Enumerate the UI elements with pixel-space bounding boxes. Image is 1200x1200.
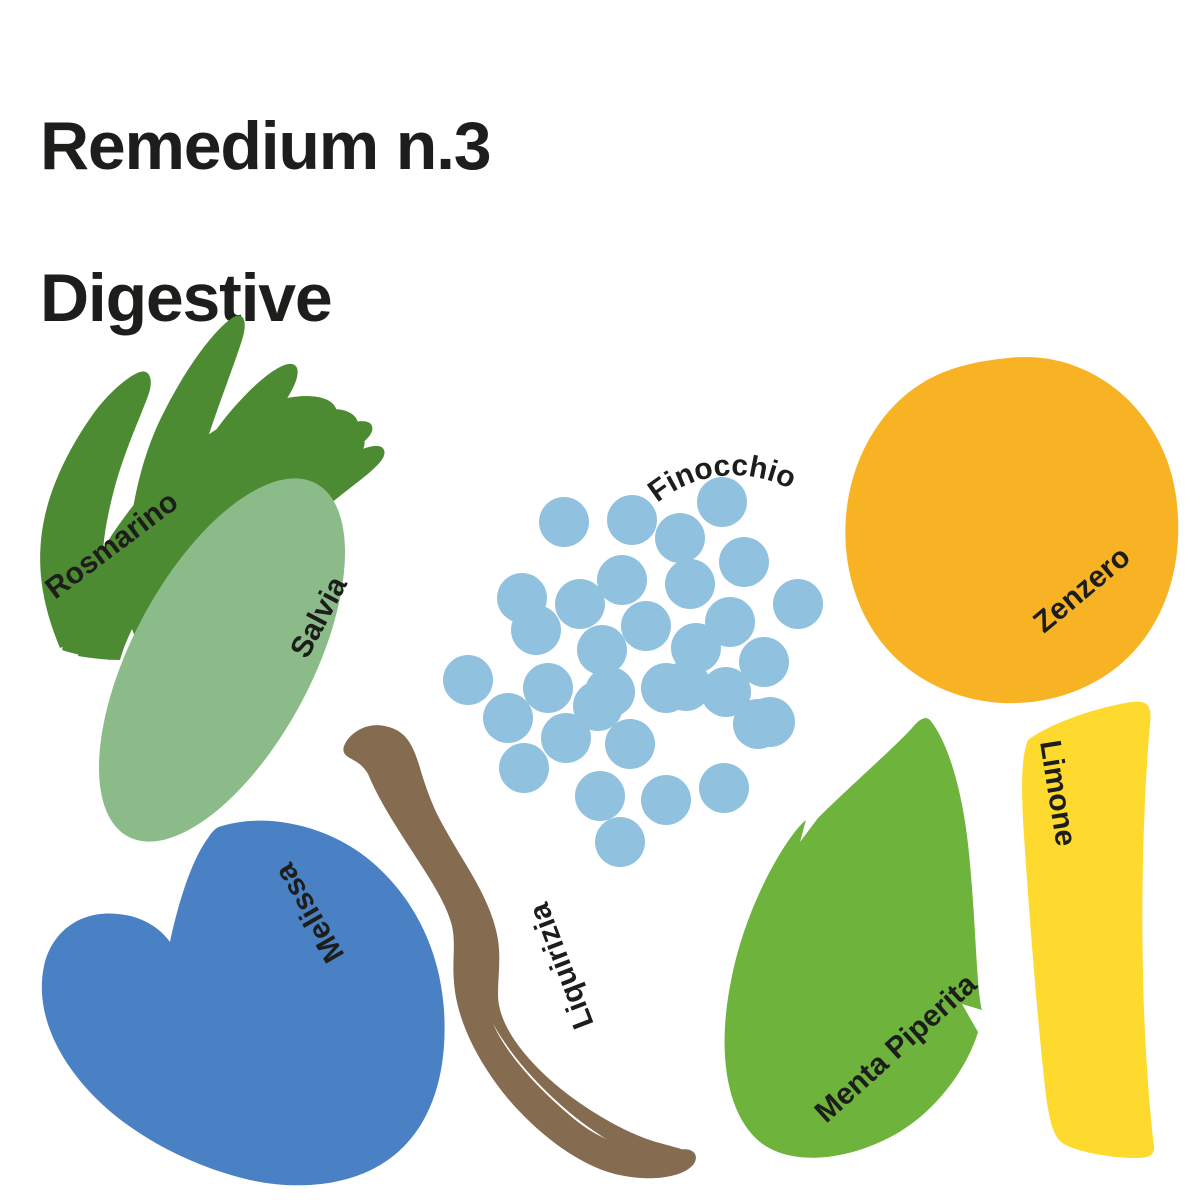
title-line-1: Remedium n.3 (40, 108, 492, 185)
ingredient-finocchio[interactable]: Finocchio (443, 449, 823, 867)
ginger-root-icon (845, 356, 1179, 704)
fennel-seeds-icon (443, 477, 823, 867)
lemon-peel-icon (1022, 701, 1155, 1158)
title-line-2: Digestive (40, 260, 333, 337)
lemon-balm-leaf-icon (41, 820, 445, 1186)
sage-leaf-icon (98, 478, 346, 842)
ingredient-limone[interactable]: Limone (1022, 701, 1155, 1158)
ingredient-melissa[interactable]: Melissa (41, 820, 445, 1186)
label-liquirizia: Liquirizia (522, 898, 600, 1033)
ingredient-menta-piperita[interactable]: Menta Piperita (724, 718, 984, 1158)
peppermint-leaf-icon (724, 718, 982, 1158)
page-title: Remedium n.3 Digestive (40, 32, 492, 413)
ingredient-zenzero[interactable]: Zenzero (845, 356, 1179, 704)
licorice-root-highlight (345, 725, 694, 1170)
